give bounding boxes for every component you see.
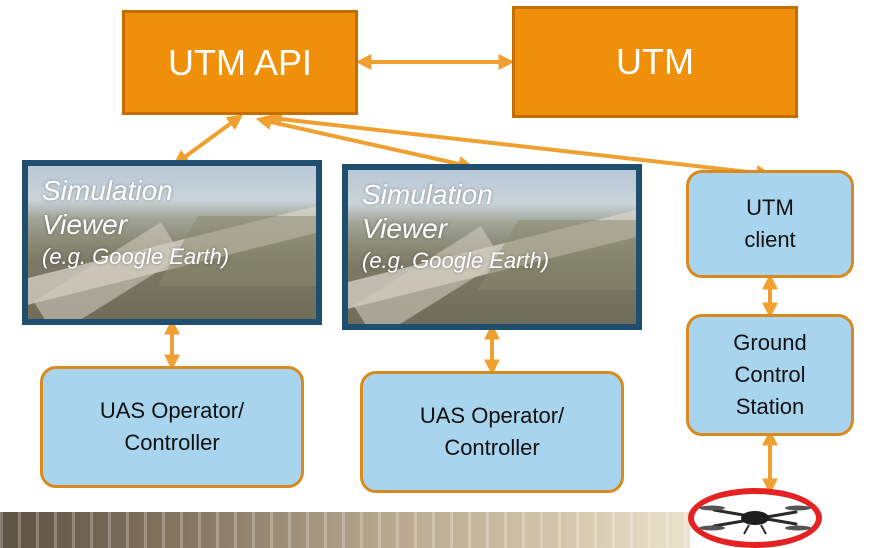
- utm-box: UTM: [512, 6, 798, 118]
- viewer-2-line1: Simulation: [362, 179, 493, 210]
- gcs-line1: Ground: [733, 330, 807, 356]
- utm-client-line2: client: [744, 227, 796, 252]
- operator-1-line1: UAS Operator/: [99, 398, 245, 424]
- arrow-api-viewer1: [172, 114, 244, 166]
- quadcopter-drone-icon: [699, 505, 811, 535]
- operator-1-line2: Controller: [124, 430, 220, 455]
- utm-client-line1: UTM: [746, 195, 794, 221]
- simulation-viewer-1: Simulation Viewer (e.g. Google Earth): [22, 160, 322, 325]
- arrow-api-utmclient: [265, 111, 773, 181]
- utm-api-box: UTM API: [122, 10, 358, 115]
- gcs-line2: Control: [734, 362, 806, 388]
- viewer-2-line2: Viewer: [362, 213, 448, 245]
- uas-operator-box-2: UAS Operator/ Controller: [360, 371, 624, 493]
- utm-api-label: UTM API: [167, 41, 313, 83]
- utm-label: UTM: [616, 41, 694, 82]
- viewer-2-line3: (e.g. Google Earth): [362, 248, 550, 274]
- simulation-viewer-2: Simulation Viewer (e.g. Google Earth): [342, 164, 642, 330]
- viewer-1-line2: Viewer: [42, 209, 128, 241]
- viewer-1-line3: (e.g. Google Earth): [42, 244, 230, 270]
- operator-2-line2: Controller: [444, 435, 540, 460]
- uas-operator-box-1: UAS Operator/ Controller: [40, 366, 304, 488]
- viewer-1-text: Simulation Viewer (e.g. Google Earth): [42, 174, 229, 271]
- ground-control-station-box: Ground Control Station: [686, 314, 854, 436]
- drone-highlight-ellipse: [688, 488, 822, 548]
- bottom-photo-strip: [0, 512, 690, 548]
- utm-client-box: UTM client: [686, 170, 854, 278]
- viewer-2-text: Simulation Viewer (e.g. Google Earth): [362, 178, 549, 275]
- operator-2-line1: UAS Operator/: [419, 403, 565, 429]
- gcs-line3: Station: [735, 393, 805, 419]
- viewer-1-line1: Simulation: [42, 175, 173, 206]
